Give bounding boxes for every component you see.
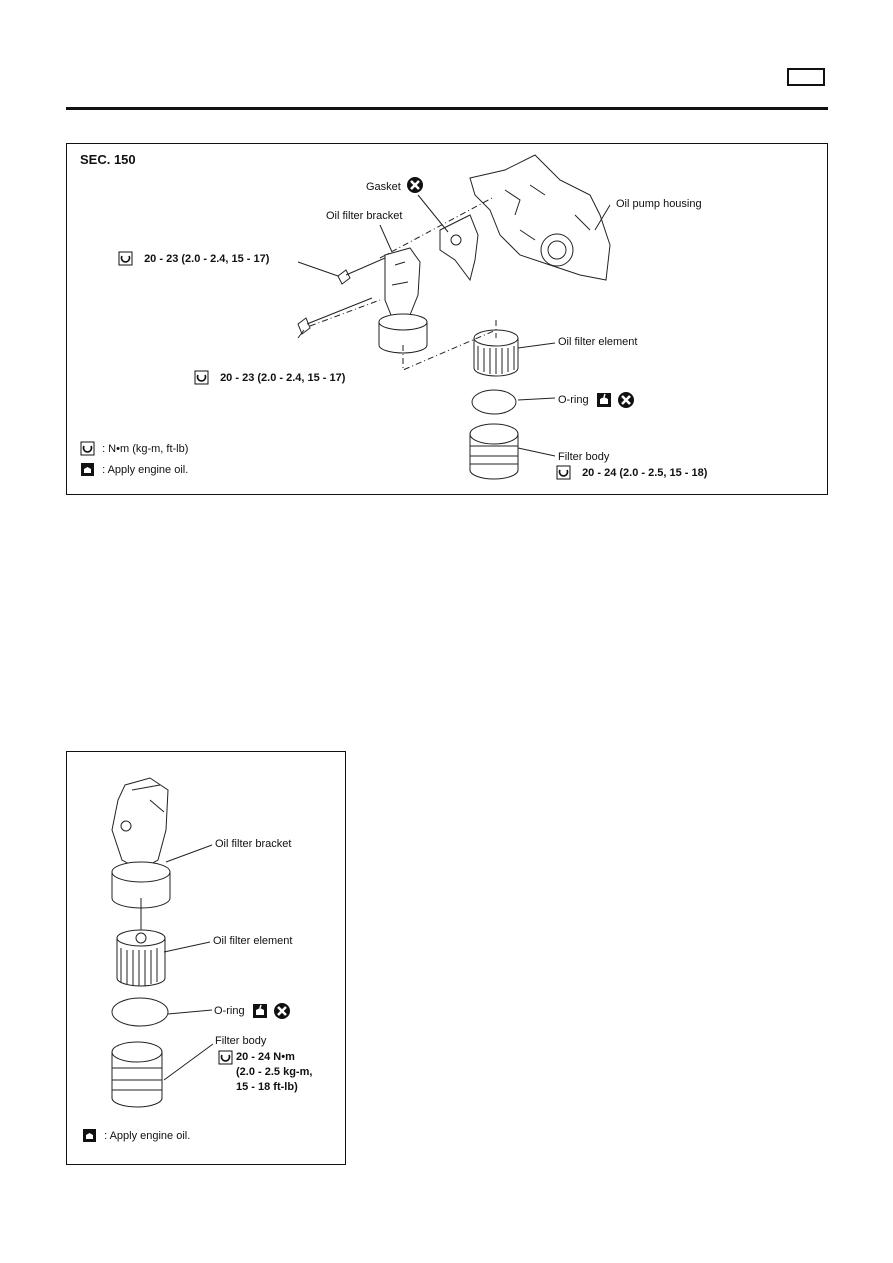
do-not-reuse-icon	[406, 177, 423, 193]
gasket-drawing	[439, 214, 479, 282]
fig2-label-o-ring-text: O-ring	[214, 1004, 245, 1017]
figure-exploded-view	[66, 143, 828, 495]
oil-can-icon	[83, 1129, 96, 1142]
page-number-box	[787, 68, 825, 86]
torque-upper-bolt-value: 20 - 23 (2.0 - 2.4, 15 - 17)	[144, 253, 270, 266]
figure-filter-assembly	[66, 751, 346, 1165]
bracket-drawing-2	[111, 777, 169, 871]
fig2-torque-line: 20 - 24 N•m	[236, 1051, 295, 1063]
torque-wrench-icon	[194, 370, 209, 385]
label-oil-filter-element: Oil filter element	[558, 336, 638, 348]
oil-can-icon	[596, 393, 611, 407]
fig2-label-filter-body: Filter body	[215, 1035, 267, 1047]
legend-torque-units: : N•m (kg-m, ft-lb)	[80, 441, 189, 457]
torque-lower-bolt-value: 20 - 23 (2.0 - 2.4, 15 - 17)	[220, 372, 346, 385]
torque-wrench-icon	[118, 251, 133, 266]
legend-apply-oil-text: : Apply engine oil.	[102, 464, 189, 477]
fig2-label-o-ring: O-ring	[214, 1002, 290, 1020]
fig2-torque-line: 15 - 18 ft-lb)	[236, 1081, 298, 1093]
oil-filter-bracket-drawing	[384, 247, 421, 326]
fig2-legend-apply-oil-text: : Apply engine oil.	[104, 1130, 191, 1143]
fig2-torque-line: (2.0 - 2.5 kg-m,	[236, 1066, 313, 1078]
bracket-base-drawing-2	[111, 861, 171, 883]
o-ring-drawing-2	[111, 997, 169, 1027]
oil-pump-housing-drawing	[469, 154, 611, 281]
label-gasket: Gasket	[366, 177, 423, 196]
label-o-ring: O-ring	[558, 391, 634, 409]
torque-wrench-icon	[556, 465, 571, 480]
oil-can-icon	[252, 1004, 267, 1018]
pump-rotor-drawing	[540, 233, 574, 267]
legend-torque-units-text: : N•m (kg-m, ft-lb)	[102, 443, 189, 456]
torque-wrench-icon	[218, 1050, 233, 1065]
do-not-reuse-icon	[617, 392, 634, 408]
lower-bolt-drawing	[297, 317, 311, 335]
label-o-ring-text: O-ring	[558, 393, 589, 406]
fig2-label-oil-filter-element: Oil filter element	[213, 935, 293, 947]
do-not-reuse-icon	[273, 1003, 290, 1019]
label-gasket-text: Gasket	[366, 180, 401, 193]
filter-body-drawing-2	[111, 1041, 163, 1063]
header-rule	[66, 107, 828, 110]
o-ring-drawing	[471, 389, 517, 415]
section-label: SEC. 150	[80, 152, 136, 167]
label-oil-filter-bracket: Oil filter bracket	[326, 210, 403, 222]
filter-element-drawing-2	[116, 929, 166, 947]
oil-can-icon	[81, 463, 94, 476]
legend-apply-oil: : Apply engine oil.	[80, 463, 188, 478]
torque-wrench-icon	[80, 441, 95, 456]
fig2-torque: 20 - 24 N•m (2.0 - 2.5 kg-m, 15 - 18 ft-…	[218, 1050, 312, 1095]
label-filter-body: Filter body	[558, 451, 610, 463]
fig2-legend-apply-oil: : Apply engine oil.	[82, 1129, 190, 1144]
label-oil-pump-housing: Oil pump housing	[616, 198, 702, 210]
torque-filter-body-value: 20 - 24 (2.0 - 2.5, 15 - 18)	[582, 467, 708, 480]
fig2-label-oil-filter-bracket: Oil filter bracket	[215, 838, 292, 850]
torque-upper-bolt: 20 - 23 (2.0 - 2.4, 15 - 17)	[118, 251, 270, 267]
torque-lower-bolt: 20 - 23 (2.0 - 2.4, 15 - 17)	[194, 370, 346, 386]
upper-bolt-drawing	[337, 269, 351, 285]
torque-filter-body: 20 - 24 (2.0 - 2.5, 15 - 18)	[556, 465, 708, 481]
